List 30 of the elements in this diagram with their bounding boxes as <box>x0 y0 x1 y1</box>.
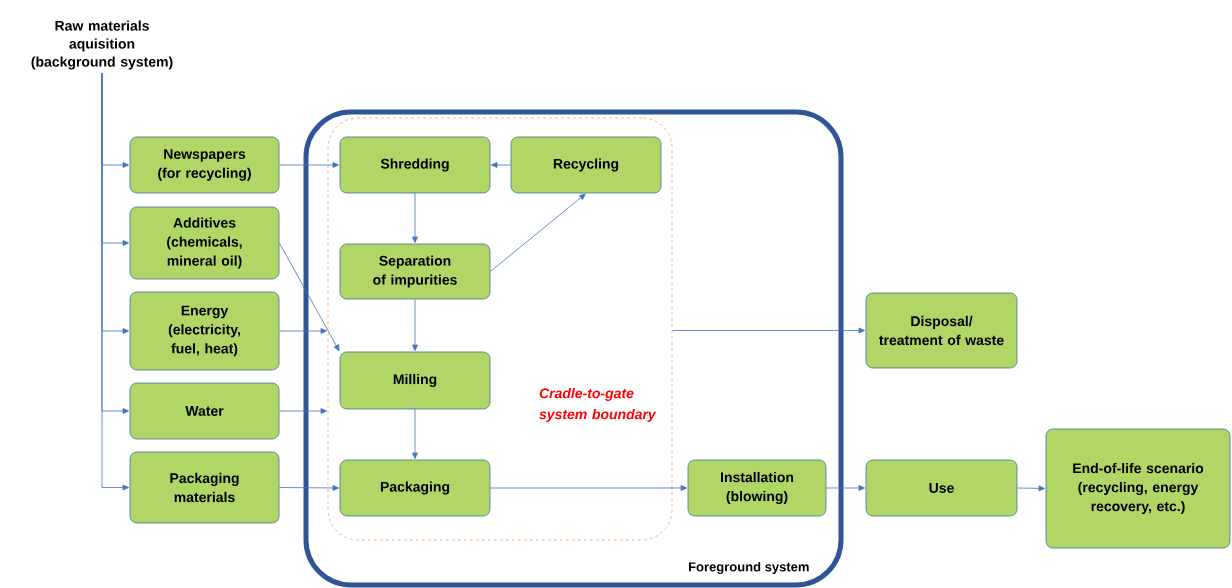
arrow <box>490 193 586 272</box>
process-box: Disposal/ treatment of waste <box>865 292 1018 369</box>
process-box: Separation of impurities <box>339 243 491 300</box>
process-box: Packaging materials <box>129 451 280 524</box>
arrow <box>279 328 327 334</box>
arrow <box>412 409 418 459</box>
arrow <box>672 327 865 334</box>
process-box: Recycling <box>510 136 662 194</box>
arrow <box>279 242 340 352</box>
arrow <box>279 408 327 414</box>
arrow <box>279 485 339 491</box>
process-box: Shredding <box>339 136 491 194</box>
process-box: Additives (chemicals, mineral oil) <box>129 206 280 280</box>
process-box: Newspapers (for recycling) <box>129 136 280 194</box>
arrow <box>491 162 511 168</box>
arrow <box>826 485 865 491</box>
arrow <box>490 485 687 491</box>
process-box: End-of-life scenario (recycling, energy recovery, etc.) <box>1045 428 1231 549</box>
arrow <box>1017 485 1045 492</box>
process-box: Installation (blowing) <box>687 459 827 517</box>
arrow <box>412 299 418 351</box>
arrow <box>412 193 418 243</box>
process-box: Milling <box>339 351 491 410</box>
process-box: Water <box>129 382 280 440</box>
arrow <box>101 72 129 491</box>
process-box: Energy (electricity, fuel, heat) <box>129 291 280 371</box>
process-box: Use <box>865 459 1018 517</box>
heading-text: Raw materials aquisition (background system) <box>31 20 173 70</box>
process-box: Packaging <box>339 459 491 517</box>
arrow <box>279 162 339 168</box>
